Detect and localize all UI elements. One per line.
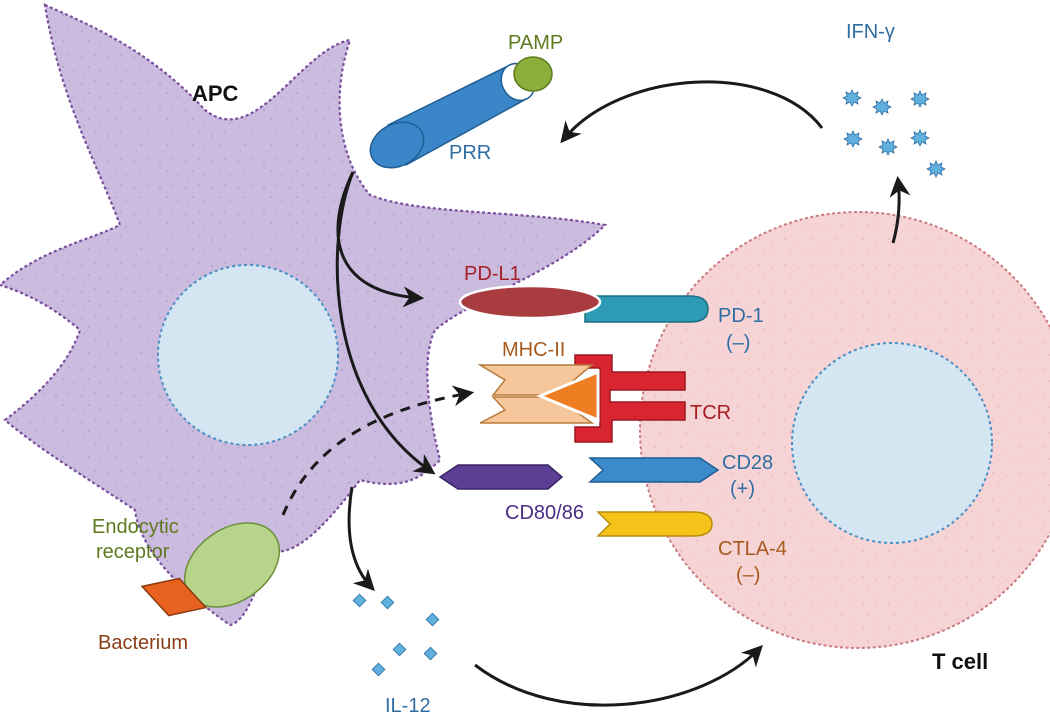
tcr-receptor (574, 354, 686, 443)
apc-cell (0, 3, 608, 627)
ifn-gamma-star (910, 90, 930, 108)
ctla-4-label: CTLA-4 (718, 538, 787, 560)
ifn-gamma-star (878, 138, 898, 156)
ifn-gamma-star (872, 98, 892, 116)
cd80-86-label: CD80/86 (505, 502, 584, 524)
cd28-sign: (+) (730, 478, 755, 500)
ifn-gamma-star (926, 160, 946, 178)
mhc-ii-label: MHC-II (502, 339, 565, 361)
apc-nucleus (157, 264, 339, 446)
tcr-label: TCR (690, 402, 731, 424)
il-12-diamond (423, 646, 438, 661)
il-12-diamond (352, 593, 367, 608)
arrow-prr-to-cd80-86 (335, 171, 436, 475)
arrow-apc-to-il-12 (347, 486, 375, 592)
bacterium (140, 577, 208, 617)
arrow-ifn-to-prr (560, 80, 824, 144)
apc-label: APC (192, 81, 239, 106)
t-cell (639, 211, 1050, 649)
signal-arrows (281, 80, 911, 707)
pamp-label: PAMP (508, 32, 563, 54)
bacterium-label: Bacterium (98, 632, 188, 654)
pd-1-receptor (584, 295, 709, 323)
t-cell-nucleus (791, 342, 993, 544)
endocytic-receptor-label-line2: receptor (96, 541, 170, 563)
cd80-86-ligand (438, 464, 564, 490)
ifn-gamma-star (843, 130, 863, 148)
il-12-label: IL-12 (385, 695, 431, 717)
cd28-receptor (588, 457, 720, 483)
antigen-peptide (536, 369, 600, 423)
il-12-diamond (425, 612, 440, 627)
pd-l1-label: PD-L1 (464, 263, 521, 285)
ifn-gamma-star (910, 129, 930, 147)
arrow-il-12-to-tcell (474, 644, 763, 707)
arrow-tcell-to-ifn (889, 175, 911, 244)
ifn-gamma-star (842, 89, 862, 107)
cd28-label: CD28 (722, 452, 773, 474)
mhc-ii-molecule (477, 364, 600, 424)
pd-1-sign: (–) (726, 332, 750, 354)
ctla-4-receptor (596, 511, 713, 537)
ifn-gamma-label: IFN-γ (846, 21, 895, 43)
pd-1-label: PD-1 (718, 305, 764, 327)
t-cell-label: T cell (932, 649, 988, 674)
il-12-diamond (392, 642, 407, 657)
arrow-endocytosis-to-mhc-ii (281, 385, 475, 516)
il-12-diamond (371, 662, 386, 677)
il-12-molecules (352, 593, 440, 677)
endocytic-receptor-label-line1: Endocytic (92, 516, 179, 538)
ctla-4-sign: (–) (736, 564, 760, 586)
ifn-gamma-molecules (842, 89, 946, 178)
pamp-molecule (513, 56, 553, 92)
il-12-diamond (380, 595, 395, 610)
pd-l1-ligand (458, 284, 602, 320)
prr-receptor (369, 62, 536, 169)
prr-label: PRR (449, 142, 491, 164)
